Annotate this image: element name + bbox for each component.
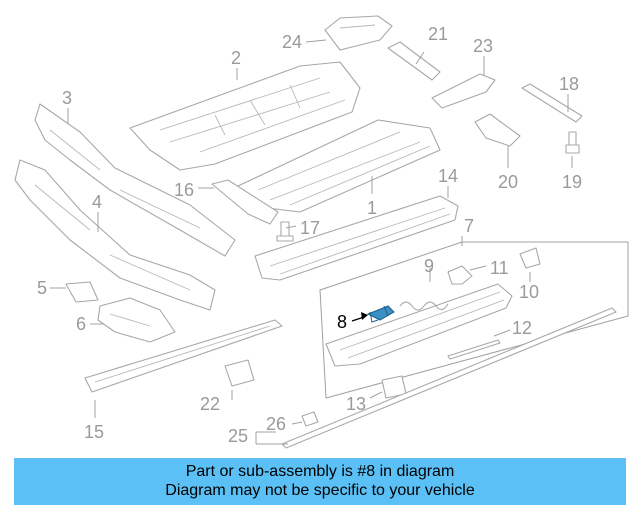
part-3-rail [34, 103, 236, 257]
callout-10: 10 [519, 282, 539, 302]
part-24-bracket [324, 15, 393, 51]
callout-13: 13 [346, 394, 366, 414]
part-7-sill-panel [325, 283, 513, 367]
part-16-crossmember [211, 179, 279, 225]
part-5-bracket [65, 281, 99, 303]
callout-22: 22 [200, 394, 220, 414]
leader-lines [50, 39, 573, 445]
part-21-bracket [387, 41, 441, 81]
part-22-bracket [224, 359, 255, 387]
callout-3: 3 [62, 88, 72, 108]
callout-4: 4 [92, 192, 102, 212]
callout-1: 1 [367, 198, 377, 218]
callout-17: 17 [300, 218, 320, 238]
part-11-bracket [447, 265, 473, 285]
part-15-rail [84, 319, 283, 393]
callout-5: 5 [37, 278, 47, 298]
callout-12: 12 [512, 318, 532, 338]
part-2-floor-pan [129, 61, 361, 171]
callout-23: 23 [473, 36, 493, 56]
callout-16: 16 [174, 180, 194, 200]
callout-25: 25 [228, 426, 248, 446]
part-25-molding [281, 307, 617, 449]
part-7-group-box [319, 241, 629, 399]
part-6-bracket [97, 297, 176, 343]
callout-18: 18 [559, 74, 579, 94]
callout-15: 15 [84, 422, 104, 442]
callout-19: 19 [562, 172, 582, 192]
part-19-bolt [565, 131, 580, 154]
part-20-bracket [474, 113, 521, 147]
callout-11: 11 [490, 258, 509, 278]
part-8-leader [351, 312, 368, 322]
callout-14: 14 [438, 166, 458, 186]
callout-6: 6 [76, 314, 86, 334]
callout-21: 21 [428, 24, 448, 44]
part-14-sill [254, 195, 459, 281]
callout-7: 7 [464, 216, 474, 236]
part-23-bracket [431, 73, 496, 109]
part-26-clip [301, 411, 319, 427]
callout-26: 26 [266, 414, 286, 434]
callout-9: 9 [424, 256, 434, 276]
part-9-wire [399, 301, 449, 311]
parts-diagram: 1 2 3 4 5 6 7 8 9 10 11 12 13 14 15 16 1… [14, 15, 629, 449]
banner-line-2: Diagram may not be specific to your vehi… [165, 482, 475, 499]
callout-labels: 1 2 3 4 5 6 7 8 9 10 11 12 13 14 15 16 1… [37, 24, 582, 446]
part-8-bracket [366, 305, 395, 323]
callout-8: 8 [337, 312, 347, 332]
part-17-bolt [276, 221, 294, 242]
part-4-rail [14, 159, 216, 311]
part-10-clip [519, 247, 541, 269]
part-18-strip [521, 83, 583, 123]
callout-24: 24 [282, 32, 302, 52]
part-12-strip [447, 339, 501, 360]
callout-20: 20 [498, 172, 518, 192]
banner-line-1: Part or sub-assembly is #8 in diagram [185, 463, 455, 480]
callout-2: 2 [231, 48, 241, 68]
info-banner: Part or sub-assembly is #8 in diagram Di… [14, 458, 626, 505]
